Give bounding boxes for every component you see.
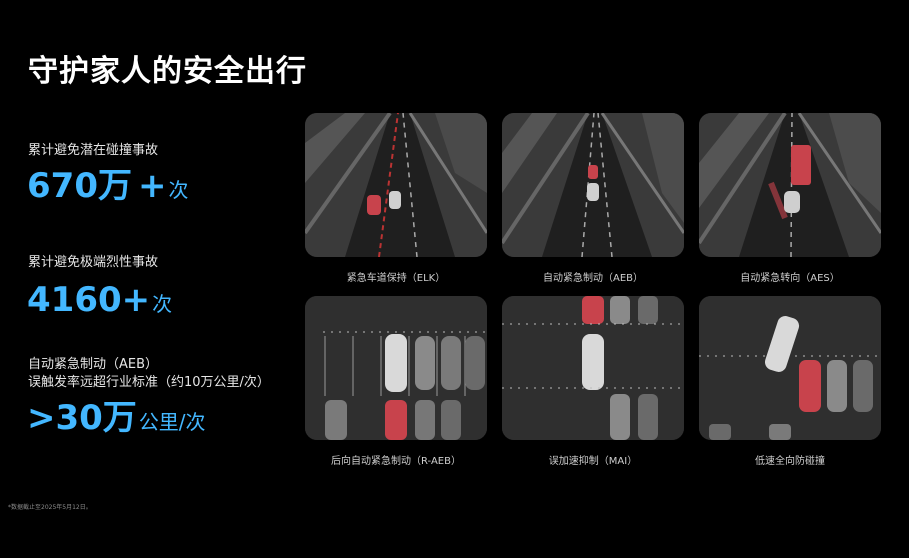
stat-label-aeb: 自动紧急制动（AEB）: [28, 357, 159, 372]
stat-unit: 次: [168, 178, 189, 202]
aes-illustration: [699, 113, 881, 257]
stat-label-collisions: 累计避免潜在碰撞事故: [28, 143, 159, 158]
stat-unit: 次: [152, 292, 173, 316]
page-title: 守护家人的安全出行: [28, 54, 307, 89]
feature-tile-aeb: [502, 113, 684, 257]
low-speed-illustration: [699, 296, 881, 440]
truck-icon: [791, 145, 811, 185]
feature-caption-r-aeb: 后向自动紧急制动（R-AEB）: [331, 456, 461, 467]
stat-number: 670万: [27, 166, 132, 206]
stat-plus: +: [137, 166, 167, 206]
stat-value-extreme: 4160+次: [27, 280, 172, 324]
stat-unit: 公里/次: [138, 410, 206, 434]
feature-caption-low-speed: 低速全向防碰撞: [755, 456, 825, 467]
mai-illustration: [502, 296, 684, 440]
r-aeb-illustration: [305, 296, 487, 440]
stat-label-aeb-rate: 误触发率远超行业标准（约10万公里/次）: [28, 375, 270, 390]
red-car-icon: [367, 195, 381, 215]
feature-tile-elk: [305, 113, 487, 257]
feature-caption-elk: 紧急车道保持（ELK）: [346, 273, 446, 284]
stat-plus: +: [121, 280, 151, 320]
feature-tile-r-aeb: [305, 296, 487, 440]
stat-value-aeb: >30万公里/次: [27, 398, 206, 442]
elk-illustration: [305, 113, 487, 257]
stat-value-collisions: 670万+次: [27, 166, 188, 210]
feature-caption-aeb: 自动紧急制动（AEB）: [542, 273, 644, 284]
feature-tile-mai: [502, 296, 684, 440]
aeb-illustration: [502, 113, 684, 257]
stat-label-extreme: 累计避免极端烈性事故: [28, 255, 159, 270]
stat-number: >30万: [27, 398, 137, 438]
footnote: *数据截止至2025年5月12日。: [8, 504, 92, 511]
stat-number: 4160: [27, 280, 122, 320]
feature-tile-aes: [699, 113, 881, 257]
feature-tile-low-speed: [699, 296, 881, 440]
feature-caption-aes: 自动紧急转向（AES）: [740, 273, 840, 284]
feature-caption-mai: 误加速抑制（MAI）: [548, 456, 638, 467]
